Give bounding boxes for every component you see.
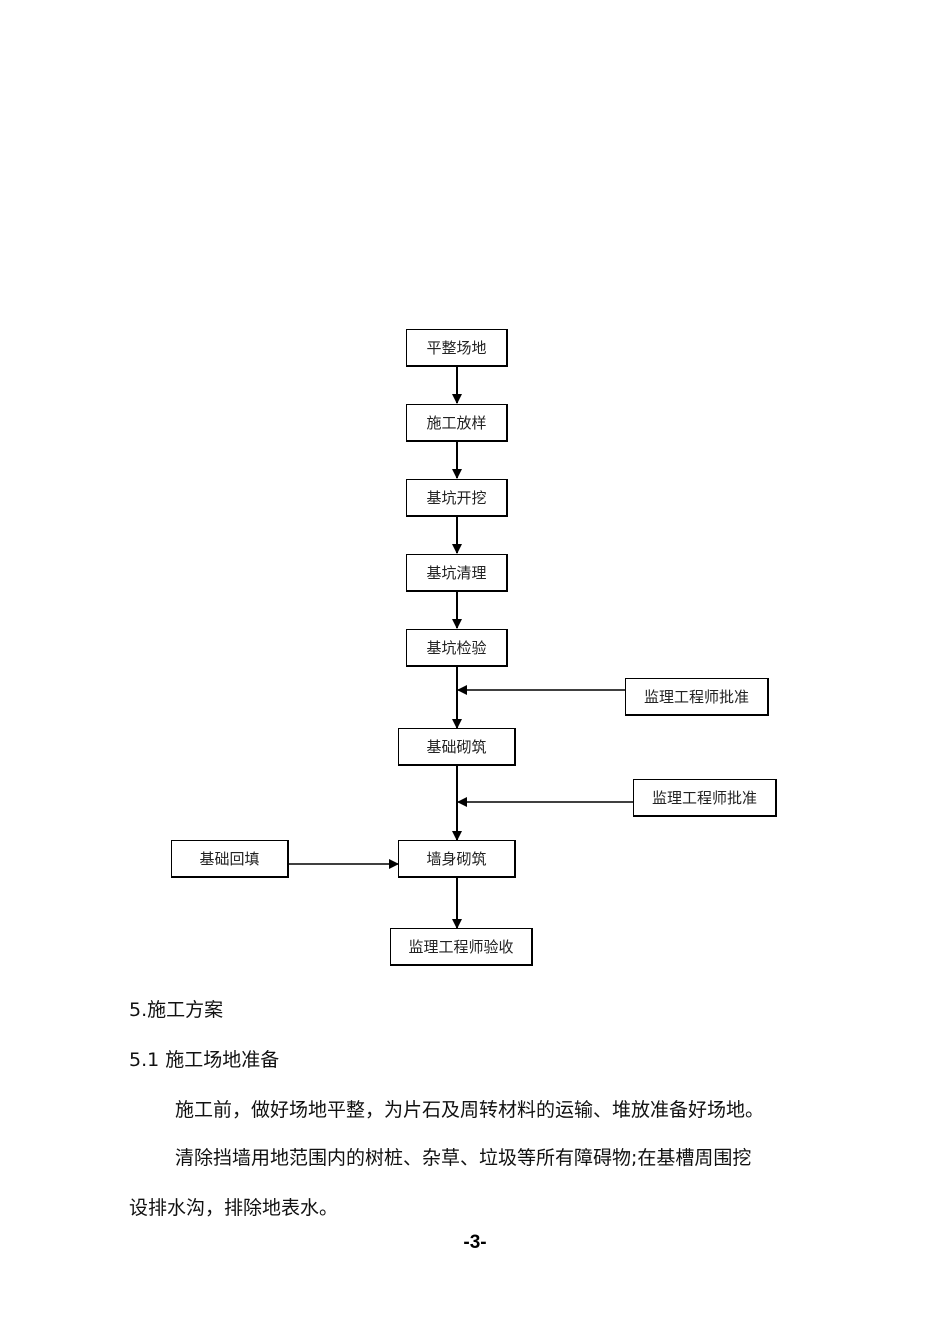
flow-step-final-acceptance: 监理工程师验收 xyxy=(390,928,533,966)
page-number: -3- xyxy=(463,1232,487,1253)
flow-approval-2: 监理工程师批准 xyxy=(633,779,777,817)
flow-backfill: 基础回填 xyxy=(171,840,289,878)
flow-step-pit-inspection: 基坑检验 xyxy=(406,629,508,667)
flow-step-wall-masonry: 墙身砌筑 xyxy=(398,840,516,878)
flow-step-pit-cleaning: 基坑清理 xyxy=(406,554,508,592)
section-heading: 5.施工方案 xyxy=(129,999,224,1021)
flow-step-layout-setting: 施工放样 xyxy=(406,404,508,442)
flow-step-pit-excavation: 基坑开挖 xyxy=(406,479,508,517)
paragraph-clearing-line-1: 清除挡墙用地范围内的树桩、杂草、垃圾等所有障碍物;在基槽周围挖 xyxy=(175,1147,752,1169)
flow-approval-1: 监理工程师批准 xyxy=(625,678,769,716)
subsection-heading: 5.1 施工场地准备 xyxy=(129,1049,280,1071)
flow-step-foundation-masonry: 基础砌筑 xyxy=(398,728,516,766)
paragraph-site-prep: 施工前，做好场地平整，为片石及周转材料的运输、堆放准备好场地。 xyxy=(175,1099,765,1121)
paragraph-clearing-line-2: 设排水沟，排除地表水。 xyxy=(129,1197,339,1219)
flow-step-site-leveling: 平整场地 xyxy=(406,329,508,367)
